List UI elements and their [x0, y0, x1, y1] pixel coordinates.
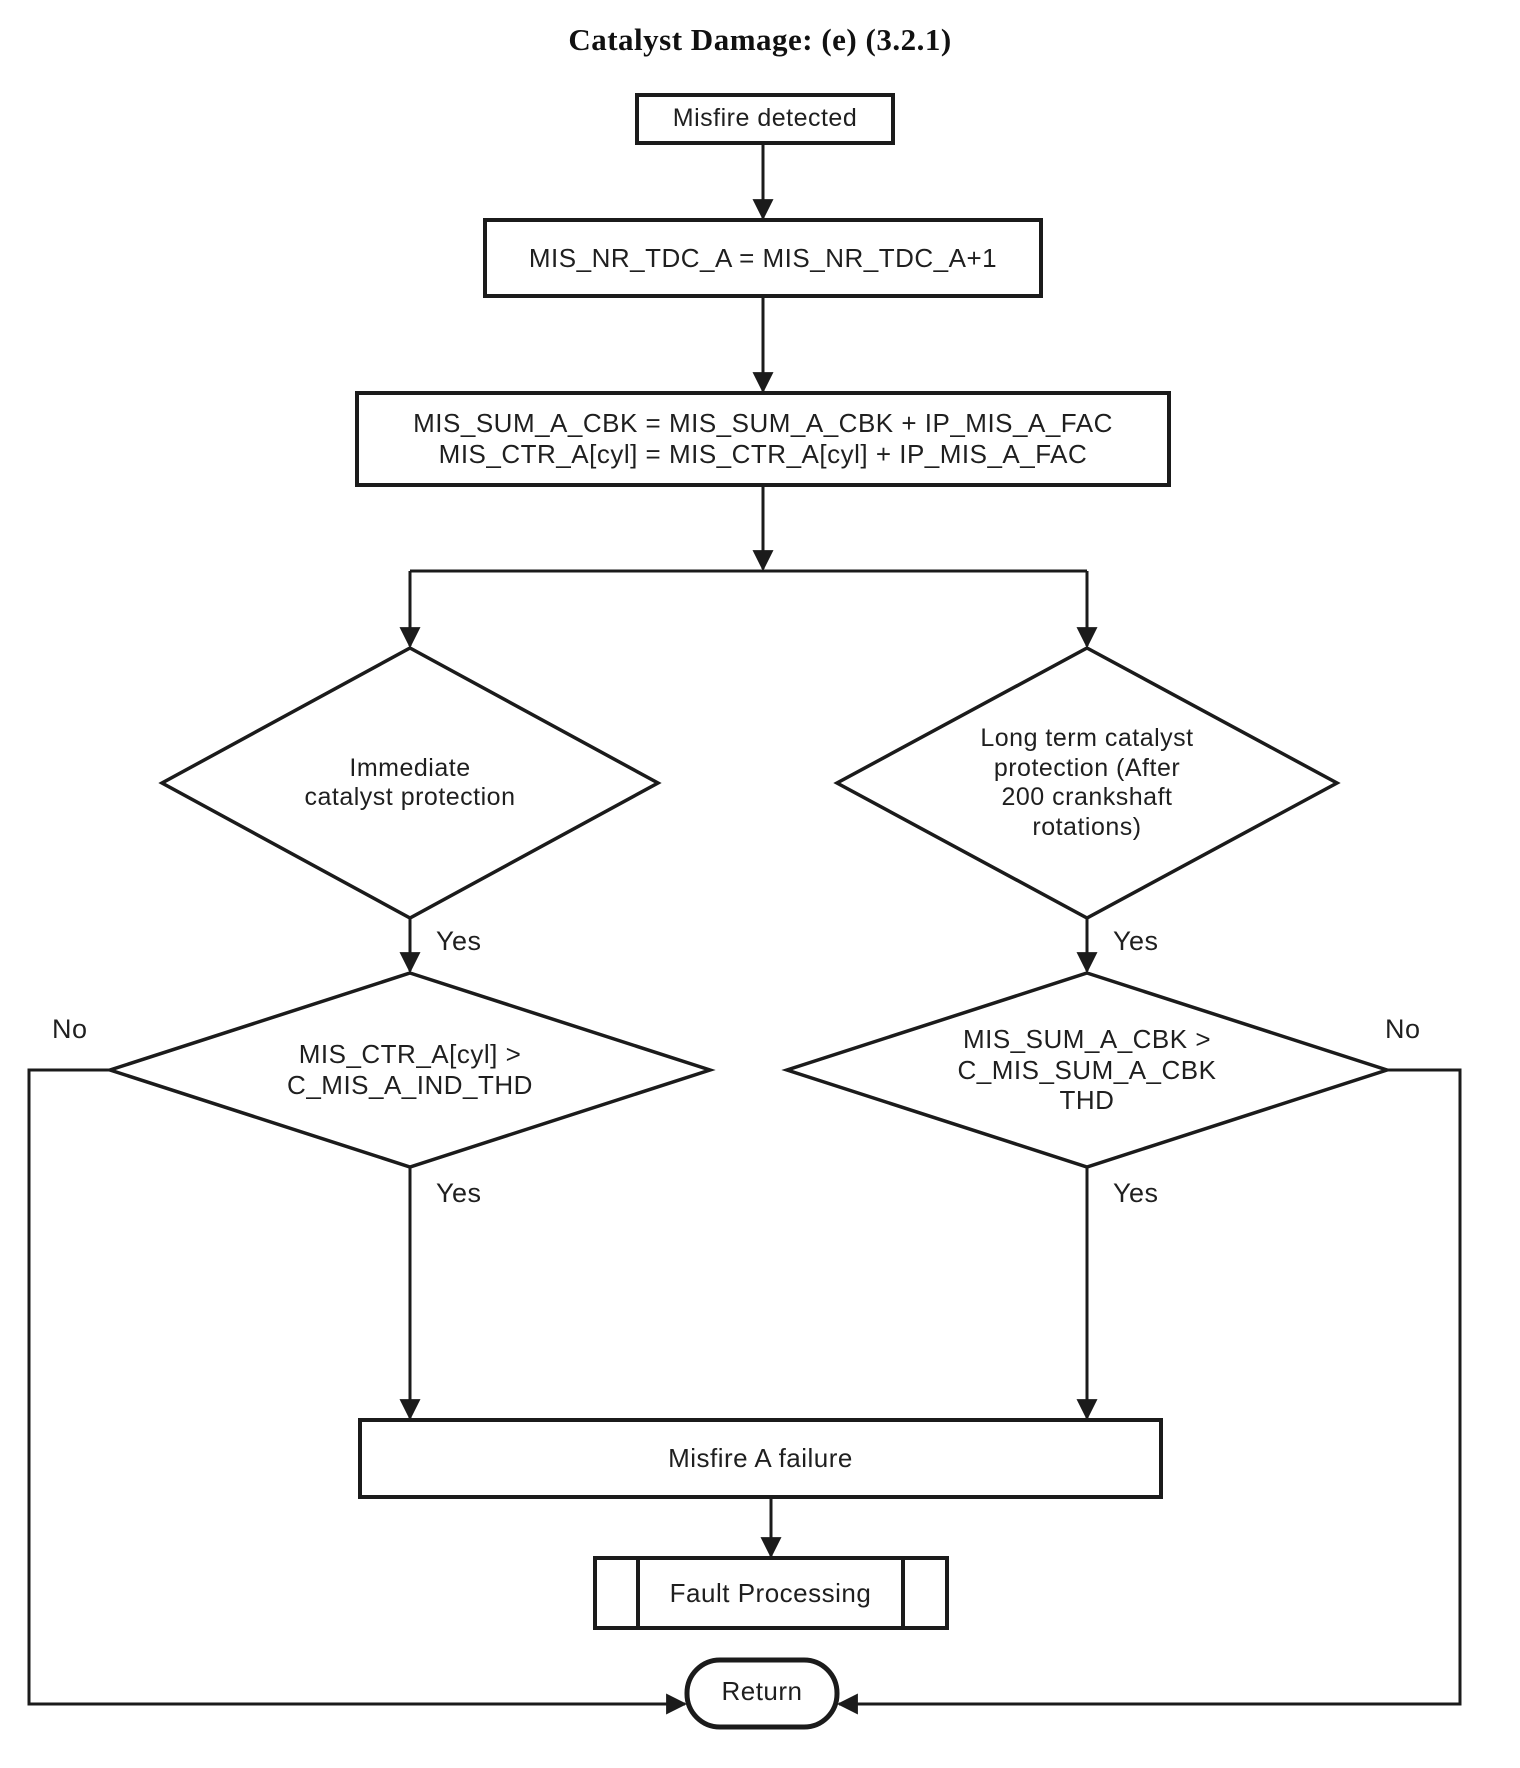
ctr-threshold-diamond: [104, 971, 716, 1169]
sum-threshold-label: MIS_SUM_A_CBK > C_MIS_SUM_A_CBK THD: [957, 1023, 1217, 1116]
fault-processing-label: Fault Processing: [669, 1577, 872, 1608]
edge-label-no-sum: No: [1385, 1014, 1421, 1044]
accumulate-process-label: MIS_SUM_A_CBK = MIS_SUM_A_CBK + IP_MIS_A…: [413, 408, 1113, 469]
increment-process-label: MIS_NR_TDC_A = MIS_NR_TDC_A+1: [528, 242, 998, 273]
fault-processing-box: [593, 1556, 949, 1630]
immediate-protection-diamond: [158, 646, 662, 920]
edge-label-yes-immediate: Yes: [436, 926, 482, 956]
return-label: Return: [721, 1676, 803, 1707]
immediate-protection-label: Immediate catalyst protection: [304, 753, 516, 812]
long-term-protection-diamond: [833, 646, 1341, 920]
long-term-protection-label: Long term catalyst protection (After 200…: [980, 724, 1194, 841]
increment-process-box: [483, 218, 1043, 298]
start-node-label: Misfire detected: [672, 104, 858, 133]
edge-label-yes-sum: Yes: [1113, 1178, 1159, 1208]
page-title: Catalyst Damage: (e) (3.2.1): [568, 22, 952, 57]
misfire-failure-box: [358, 1418, 1163, 1499]
connector-sum-no-to-return: [836, 1068, 1462, 1715]
misfire-failure-label: Misfire A failure: [668, 1443, 853, 1474]
edge-label-no-ctr: No: [52, 1014, 88, 1044]
sum-threshold-diamond: [781, 971, 1393, 1169]
edge-label-yes-long-term: Yes: [1113, 926, 1159, 956]
start-node-box: [635, 93, 895, 145]
connector-ctr-no-to-return: [27, 1068, 688, 1715]
ctr-threshold-label: MIS_CTR_A[cyl] > C_MIS_A_IND_THD: [287, 1039, 533, 1100]
edge-label-yes-ctr: Yes: [436, 1178, 482, 1208]
return-terminator: [684, 1657, 840, 1730]
accumulate-process-box: [355, 391, 1171, 487]
